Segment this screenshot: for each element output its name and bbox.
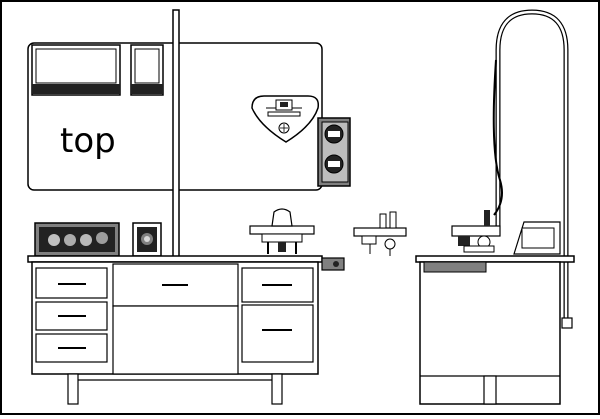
small-monitor	[132, 222, 162, 257]
right-bench	[415, 255, 575, 405]
equipment-module	[451, 210, 501, 253]
desk-monitor	[34, 222, 120, 257]
desk-cabinet	[27, 255, 323, 405]
sink-fixture-b	[353, 211, 407, 256]
lab-faucet	[492, 9, 573, 329]
sink-fixture-a	[249, 208, 315, 254]
counter-module	[321, 257, 345, 271]
upper-cabinet-large	[31, 44, 121, 96]
control-pad	[251, 95, 320, 143]
sink	[513, 221, 561, 255]
outlet-box	[317, 117, 351, 187]
upper-cabinet-small	[130, 44, 164, 96]
panel-label: top	[60, 121, 116, 161]
